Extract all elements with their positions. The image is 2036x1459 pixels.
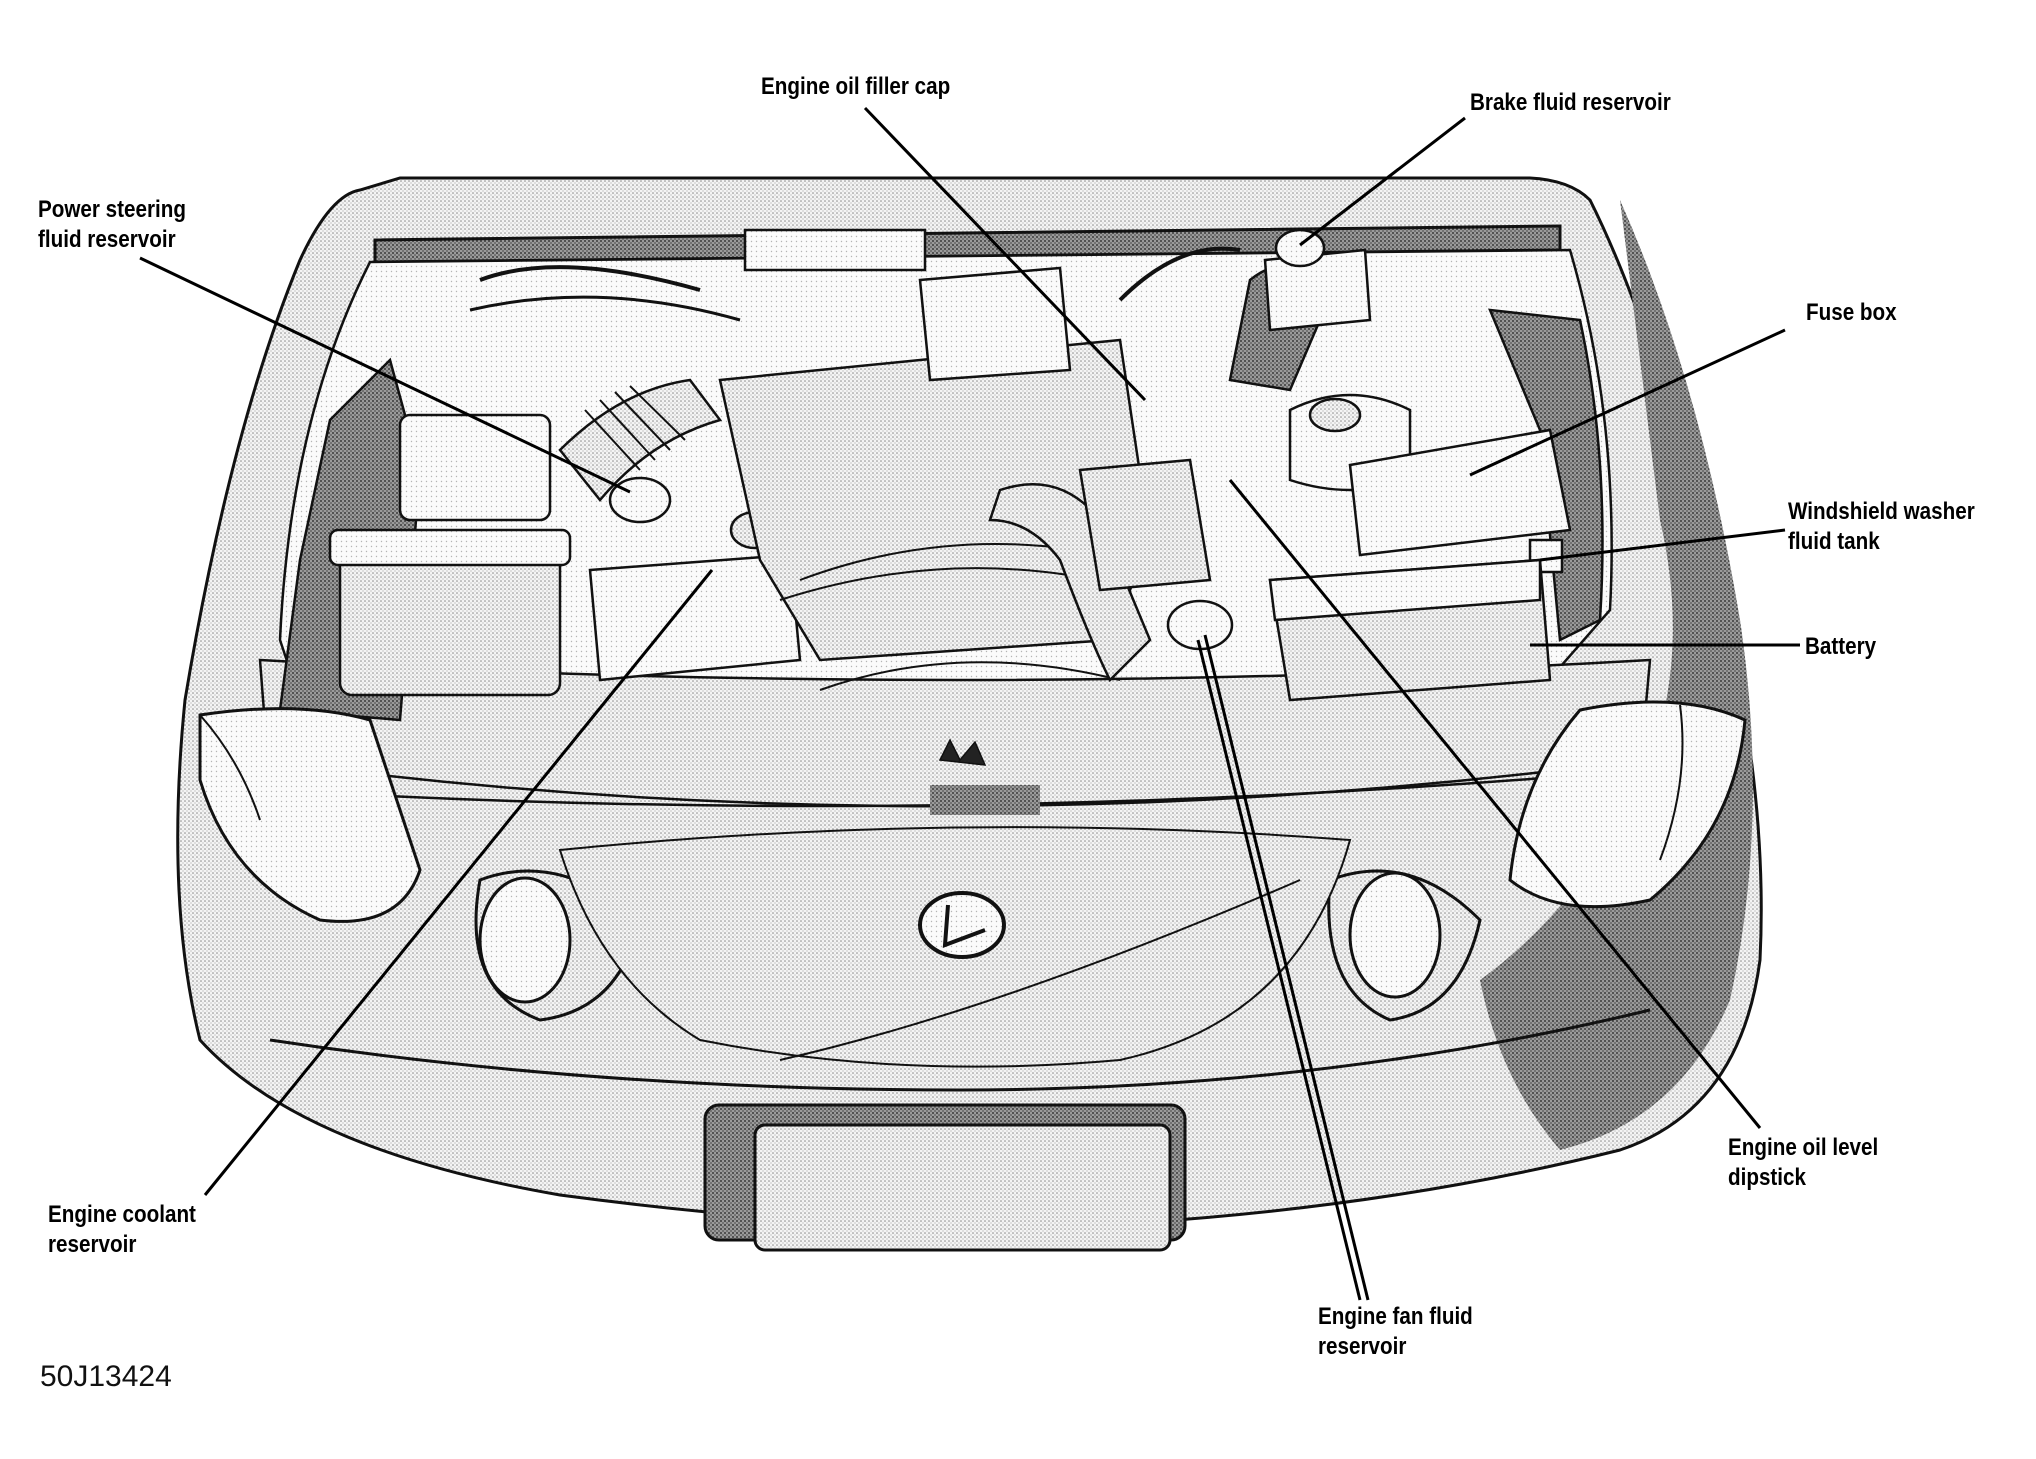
fan-fluid-reservoir xyxy=(1166,599,1234,651)
leader-lines xyxy=(139,106,1800,1301)
figure-code: 50J13424 xyxy=(40,1360,172,1393)
leader-power-steering xyxy=(139,256,631,494)
fog-light-left xyxy=(478,876,572,1004)
leader-windshield-washer xyxy=(1539,528,1786,562)
label-engine-fan-fluid-reservoir: Engine fan fluid reservoir xyxy=(1318,1303,1473,1360)
leader-engine-fan-fluid-b xyxy=(1196,639,1362,1301)
label-brake-fluid-reservoir: Brake fluid reservoir xyxy=(1470,89,1671,116)
label-engine-oil-level-dipstick: Engine oil level dipstick xyxy=(1728,1134,1879,1191)
label-windshield-washer-fluid-tank: Windshield washer fluid tank xyxy=(1788,498,1975,555)
intake-hose xyxy=(558,378,723,502)
headlight-left xyxy=(198,707,422,923)
license-plate xyxy=(753,1123,1172,1252)
brake-fluid-reservoir xyxy=(1263,248,1372,332)
coolant-reservoir xyxy=(588,553,802,682)
leader-fuse-box xyxy=(1469,328,1786,477)
label-battery: Battery xyxy=(1805,633,1877,660)
fuse-box xyxy=(1348,428,1572,557)
label-engine-oil-filler-cap: Engine oil filler cap xyxy=(761,73,951,100)
leader-engine-coolant xyxy=(203,569,714,1196)
leader-brake-fluid-reservoir xyxy=(1299,116,1466,247)
label-power-steering-fluid-reservoir: Power steering fluid reservoir xyxy=(38,196,186,253)
engine-components xyxy=(328,228,1572,702)
air-filter-box xyxy=(338,543,562,697)
lexus-logo xyxy=(918,891,1006,959)
leader-engine-oil-filler-cap xyxy=(863,106,1147,402)
front-fascia xyxy=(198,700,1747,1252)
leader-engine-fan-fluid-a xyxy=(1203,634,1370,1301)
power-steering-reservoir xyxy=(608,476,672,524)
leader-engine-oil-level xyxy=(1228,479,1762,1129)
label-fuse-box: Fuse box xyxy=(1806,299,1897,326)
label-engine-coolant-reservoir: Engine coolant reservoir xyxy=(48,1201,196,1258)
fog-light-right xyxy=(1348,871,1442,999)
headlight-right xyxy=(1508,700,1747,909)
